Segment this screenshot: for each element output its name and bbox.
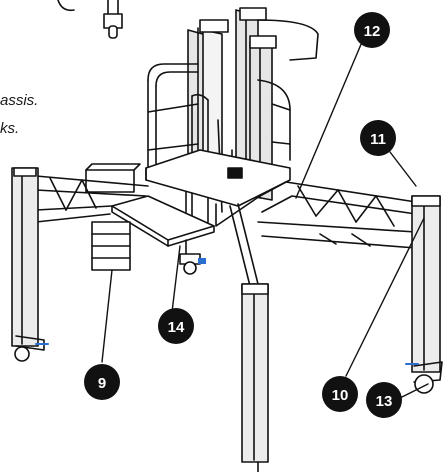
step-plate [111, 195, 215, 247]
callout-13: 13 [366, 382, 402, 418]
rear-leg [229, 203, 269, 472]
callout-14: 14 [158, 308, 194, 344]
callout-label-14: 14 [168, 319, 185, 336]
leader-14 [171, 245, 181, 313]
callout-10: 10 [322, 376, 358, 412]
callout-11: 11 [360, 120, 396, 156]
caption-line-2: ks. [0, 120, 20, 137]
callout-label-10: 10 [332, 387, 349, 404]
leader-lines [101, 41, 429, 399]
callout-12: 12 [354, 12, 390, 48]
right-leg [405, 195, 443, 394]
callout-label-12: 12 [364, 23, 381, 40]
callout-9: 9 [84, 364, 120, 400]
leader-11 [389, 151, 417, 187]
left-truss [35, 175, 149, 223]
front-caster [179, 239, 206, 275]
leader-10 [345, 217, 425, 377]
callout-label-11: 11 [370, 131, 386, 148]
right-truss [257, 181, 417, 249]
leader-13 [399, 383, 429, 399]
top-left-wheel-fragment [57, 0, 123, 39]
left-leg [11, 167, 49, 362]
leader-12 [295, 41, 363, 199]
leader-9 [101, 269, 113, 363]
left-outrigger-box [85, 163, 141, 271]
caption-line-1: assis. [0, 92, 39, 109]
callout-label-9: 9 [98, 375, 106, 392]
callout-label-13: 13 [376, 393, 393, 410]
